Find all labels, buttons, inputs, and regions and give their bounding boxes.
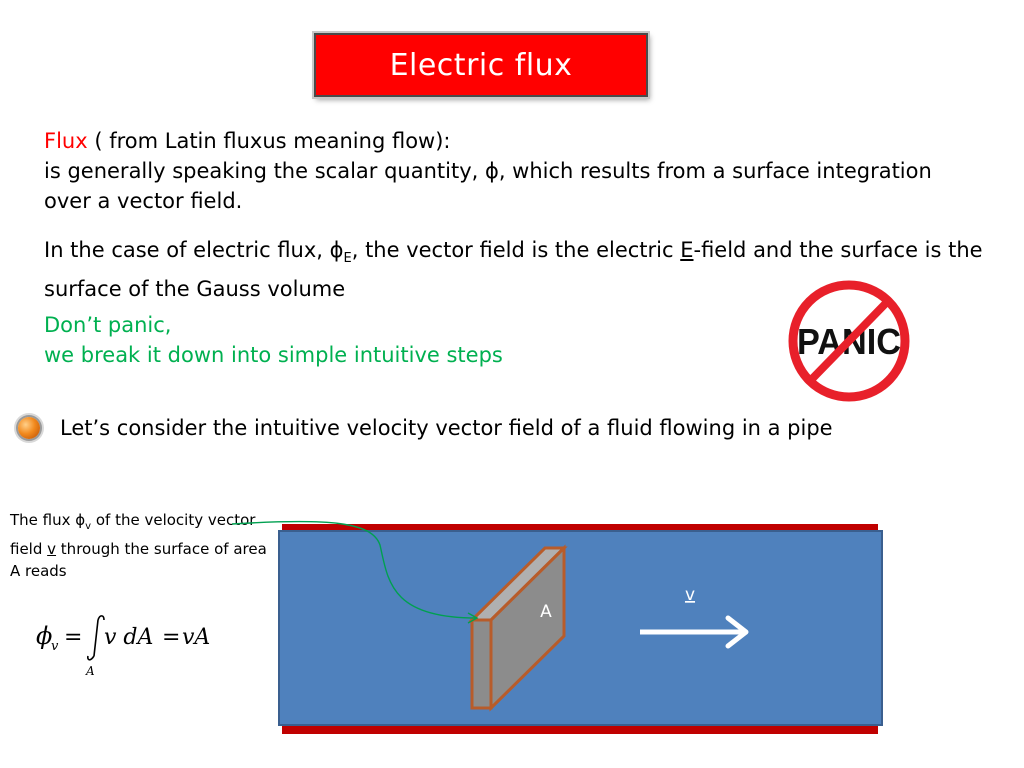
plate-top-face — [468, 546, 568, 622]
e-field-letter: E — [680, 238, 694, 262]
formula-limit: A — [85, 664, 95, 678]
reassure-paragraph: Don’t panic, we break it down into simpl… — [44, 310, 744, 370]
electric-text-2: , the vector field is the electric — [351, 238, 681, 262]
pipe-top-wall — [282, 524, 878, 533]
side-note-text-2: of the velocity vector field — [10, 511, 256, 558]
electric-sub: E — [343, 251, 352, 267]
no-panic-icon: PANIC — [788, 280, 910, 402]
formula-phi: ϕ — [36, 622, 52, 650]
reassure-line-1: Don’t panic, — [44, 313, 172, 337]
electric-flux-paragraph: In the case of electric flux, ϕE, the ve… — [44, 235, 1004, 304]
electric-text-1: In the case of electric flux, ϕ — [44, 238, 344, 262]
orange-bullet-icon — [18, 417, 40, 439]
pipe-bottom-wall — [282, 725, 878, 734]
flux-definition: is generally speaking the scalar quantit… — [44, 159, 932, 213]
slide-title-box: Electric flux — [314, 33, 648, 97]
pipe-body — [278, 530, 883, 726]
electric-text-3: -field and the surface is the surface of… — [44, 238, 983, 302]
flux-formula: ϕ v = A v dA = vA — [36, 615, 210, 678]
formula-sub-v: v — [51, 639, 59, 654]
velocity-arrow-head — [725, 615, 749, 649]
formula-equals-2: = — [162, 625, 180, 650]
side-note-text-1: The flux ϕ — [10, 511, 86, 529]
prohibition-slash — [806, 297, 892, 385]
bullet-text: Let’s consider the intuitive velocity ve… — [60, 416, 833, 440]
formula-integrand: v dA — [104, 625, 153, 650]
side-note-sub: v — [85, 521, 92, 532]
side-note-v: v — [47, 540, 57, 558]
flux-origin: ( from Latin fluxus meaning flow): — [87, 129, 451, 153]
reassure-line-2: we break it down into simple intuitive s… — [44, 343, 503, 367]
integral-sign — [87, 615, 105, 661]
connector-arrow-head — [467, 612, 479, 624]
plate-left-face — [470, 618, 493, 710]
formula-equals-1: = — [64, 625, 82, 650]
bullet-item: Let’s consider the intuitive velocity ve… — [18, 416, 833, 440]
flux-word: Flux — [44, 129, 88, 153]
slide-title: Electric flux — [389, 47, 573, 83]
formula-result: vA — [182, 625, 210, 650]
area-label: A — [540, 602, 552, 622]
side-note-text-3: through the surface of area A reads — [10, 540, 267, 580]
flux-side-note: The flux ϕv of the velocity vector field… — [10, 509, 270, 582]
intro-paragraph: Flux ( from Latin fluxus meaning flow): … — [44, 126, 944, 216]
plate-front-face — [489, 544, 566, 712]
velocity-label: v — [685, 585, 695, 605]
